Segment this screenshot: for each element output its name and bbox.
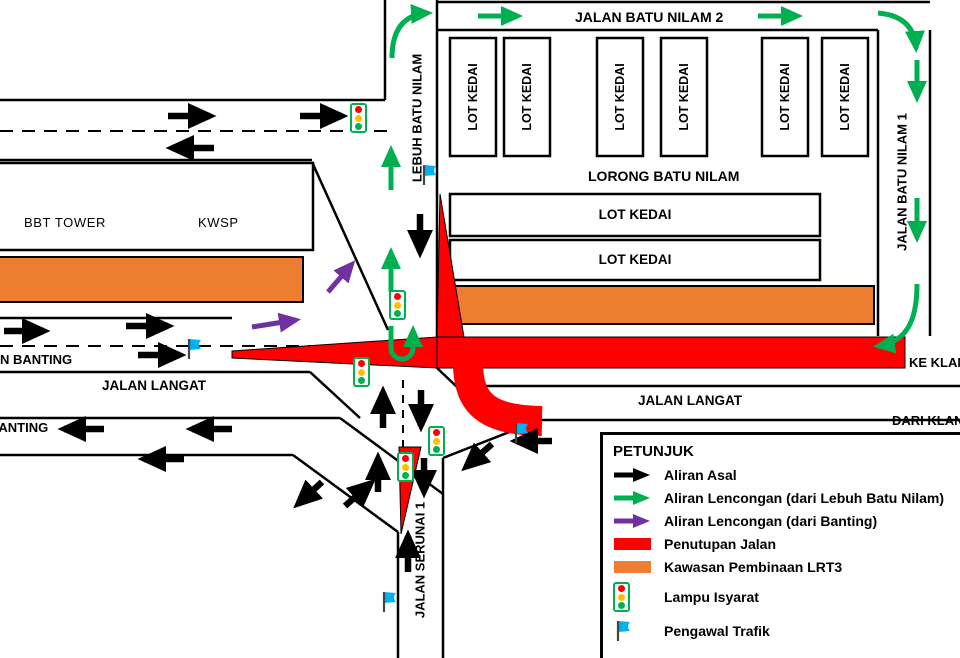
purple-arrow-icon [613, 513, 655, 529]
legend-item-lencongan-lebuh: Aliran Lencongan (dari Lebuh Batu Nilam) [613, 490, 960, 506]
bbt-tower-kwsp-block [0, 161, 315, 252]
lot-kedai-label: LOT KEDAI [677, 63, 691, 131]
legend-box: PETUNJUK Aliran Asal Aliran Lencongan (d… [600, 432, 960, 658]
shop-lot-block [595, 36, 645, 158]
road-label-jalan-langat-east: JALAN LANGAT [638, 393, 742, 408]
diversion-purple-arrows [251, 260, 356, 333]
lot-kedai-label: LOT KEDAI [778, 63, 792, 131]
traffic-light-icon [350, 103, 367, 133]
road-label-ke-klang: KE KLANG [909, 355, 960, 370]
legend-item-label: Lampu Isyarat [664, 589, 759, 605]
shop-lot-block [659, 36, 709, 158]
traffic-flag-icon [613, 619, 655, 643]
construction-zone [449, 285, 875, 325]
closure-wedge-lebuh [436, 193, 465, 338]
traffic-light-icon [397, 452, 414, 482]
road-label-dari-klang: DARI KLANG [892, 413, 960, 428]
closure-wedge-west [231, 336, 438, 369]
legend-item-label: Aliran Lencongan (dari Banting) [664, 513, 878, 529]
u-turn-arrow [388, 325, 423, 362]
shop-lot-block [760, 36, 810, 158]
legend-item-label: Penutupan Jalan [664, 536, 777, 552]
traffic-light-icon [389, 290, 406, 320]
orange-construction-swatch [613, 559, 655, 575]
closure-curve [453, 361, 543, 436]
shop-lot-block [502, 36, 552, 158]
legend-item-aliran-asal: Aliran Asal [613, 467, 960, 483]
legend-item-penutupan-jalan: Penutupan Jalan [613, 536, 960, 552]
shop-lot-block [448, 36, 498, 158]
lot-kedai-label: LOT KEDAI [520, 63, 534, 131]
green-arrow-icon [613, 490, 655, 506]
diversion-green-arrows [381, 3, 927, 362]
traffic-light-icon [613, 582, 655, 612]
legend-item-label: Kawasan Pembinaan LRT3 [664, 559, 843, 575]
lrt3-construction-zones [0, 256, 875, 325]
shop-lot-block [820, 36, 870, 158]
road-label-banting: BANTING [0, 420, 49, 435]
original-flow-arrows [4, 103, 552, 572]
road-label-jalan-batu-nilam-1: JALAN BATU NILAM 1 [894, 113, 910, 251]
lot-kedai-label: LOT KEDAI [598, 252, 672, 267]
legend-item-pengawal-trafik: Pengawal Trafik [613, 619, 960, 643]
lot-kedai-label: LOT KEDAI [613, 63, 627, 131]
legend-item-kawasan-lrt3: Kawasan Pembinaan LRT3 [613, 559, 960, 575]
building-label-bbt-tower: BBT TOWER [24, 215, 106, 230]
building-label-kwsp: KWSP [198, 215, 239, 230]
road-label-jalan-serunai-1: JALAN SERUNAI 1 [412, 501, 428, 619]
shop-lot-block [448, 192, 822, 238]
traffic-light-icon [353, 357, 370, 387]
closure-bar-jalan-langat [436, 336, 906, 369]
traffic-flag-icon [514, 423, 528, 443]
red-closure-swatch [613, 536, 655, 552]
lot-kedai-label: LOT KEDAI [838, 63, 852, 131]
road-label-jalan-batu-nilam-2: JALAN BATU NILAM 2 [575, 9, 724, 25]
legend-item-label: Aliran Asal [664, 467, 737, 483]
legend-item-label: Aliran Lencongan (dari Lebuh Batu Nilam) [664, 490, 945, 506]
legend-item-label: Pengawal Trafik [664, 623, 770, 639]
construction-zone [0, 256, 304, 303]
traffic-flag-icon [187, 339, 201, 359]
traffic-light-icon [428, 426, 445, 456]
legend-item-lencongan-banting: Aliran Lencongan (dari Banting) [613, 513, 960, 529]
black-arrow-icon [613, 467, 655, 483]
traffic-flag-icon [382, 592, 396, 612]
road-label-jalan-langat-west: JALAN LANGAT [102, 378, 206, 393]
traffic-flag-icon [422, 165, 436, 185]
legend-title: PETUNJUK [613, 443, 694, 460]
legend-item-lampu-isyarat: Lampu Isyarat [613, 582, 960, 612]
road-centre-dashes [0, 130, 404, 452]
road-label-jalan-banting: JALAN BANTING [0, 352, 73, 367]
building-blocks [0, 36, 870, 282]
lot-kedai-label: LOT KEDAI [598, 207, 672, 222]
lot-kedai-label: LOT KEDAI [466, 63, 480, 131]
road-label-lorong-batu-nilam: LORONG BATU NILAM [588, 168, 740, 184]
